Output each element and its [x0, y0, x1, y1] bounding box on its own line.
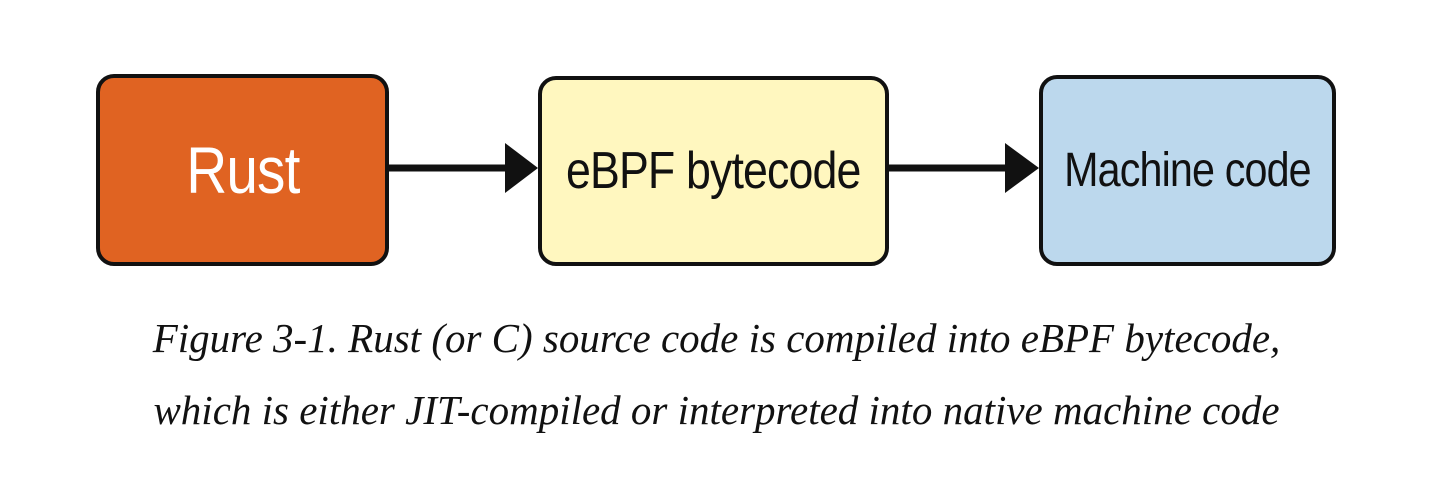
node-machine-code-label: Machine code	[1064, 144, 1312, 197]
node-rust-label: Rust	[185, 133, 300, 207]
node-ebpf-bytecode: eBPF bytecode	[538, 76, 889, 266]
arrow-ebpf-to-machine	[889, 143, 1039, 193]
figure-caption-line-2: which is either JIT-compiled or interpre…	[153, 387, 1280, 433]
node-ebpf-bytecode-label: eBPF bytecode	[566, 142, 861, 200]
arrow-rust-to-ebpf	[389, 143, 538, 193]
node-machine-code: Machine code	[1039, 75, 1336, 266]
figure-caption-line-1: Figure 3-1. Rust (or C) source code is c…	[152, 315, 1281, 361]
node-rust: Rust	[96, 74, 389, 266]
